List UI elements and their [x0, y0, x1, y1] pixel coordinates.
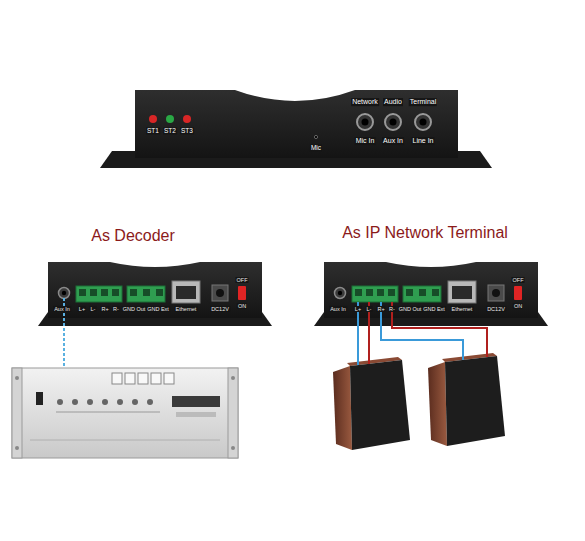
rack-hole: [231, 376, 235, 380]
port-label: Network: [351, 98, 379, 106]
amp-knob: [72, 399, 78, 405]
pin-label: L+: [354, 306, 362, 312]
status-led: [166, 115, 174, 123]
back-panel: [38, 262, 272, 326]
audio-jack: [385, 114, 401, 130]
pin-label: R-: [112, 306, 120, 312]
speaker-front: [445, 356, 505, 446]
pin-label: GND Out: [398, 306, 423, 312]
audio-jack: [357, 114, 373, 130]
amp-button: [138, 373, 148, 384]
status-led: [183, 115, 191, 123]
amp-button: [125, 373, 135, 384]
status-label: ST1: [146, 127, 160, 134]
rack-hole: [15, 446, 19, 450]
amp-knob: [102, 399, 108, 405]
front-panel: [100, 90, 492, 168]
pin-label: OFF: [512, 277, 525, 283]
pin-label: Ethernet: [451, 306, 474, 312]
speaker-side: [333, 366, 352, 450]
port-label: Mic In: [355, 137, 376, 145]
pin-label: ON: [513, 303, 523, 309]
port-label: Audio: [383, 98, 403, 106]
pin-label: L-: [366, 306, 373, 312]
amp-button: [151, 373, 161, 384]
amp-knob: [132, 399, 138, 405]
power-button: [36, 392, 43, 405]
pin-label: Aux In: [329, 306, 347, 312]
jack-hole: [362, 119, 369, 126]
port-label: Terminal: [409, 98, 437, 106]
housing: [135, 90, 458, 158]
pin-label: Aux In: [53, 306, 71, 312]
pin-label: L-: [90, 306, 97, 312]
pin-label: R+: [376, 306, 385, 312]
speaker-front: [350, 360, 410, 450]
pin-label: GND Ext: [146, 306, 170, 312]
pin-label: OFF: [236, 277, 249, 283]
pin-label: ON: [237, 303, 247, 309]
section-heading: As IP Network Terminal: [341, 224, 509, 242]
pin-label: R+: [100, 306, 109, 312]
amp-trim: [56, 412, 160, 413]
rack-ear: [12, 368, 22, 458]
section-heading: As Decoder: [90, 227, 176, 245]
audio-jack: [415, 114, 431, 130]
status-label: ST2: [163, 127, 177, 134]
speaker-side: [428, 362, 447, 446]
amp-trim: [30, 440, 220, 441]
amp-knob: [87, 399, 93, 405]
pin-label: GND Out: [122, 306, 147, 312]
amp-knob: [117, 399, 123, 405]
media-slot: [172, 396, 220, 407]
amp-knob: [147, 399, 153, 405]
jack-hole: [390, 119, 397, 126]
pin-label: R-: [388, 306, 396, 312]
amp-display: [176, 412, 216, 417]
speaker: [333, 357, 410, 450]
pin-label: DC12V: [210, 306, 230, 312]
jack-hole: [420, 119, 427, 126]
rack-hole: [15, 376, 19, 380]
speaker-wire: [392, 302, 487, 357]
status-led: [149, 115, 157, 123]
amplifier: [12, 368, 238, 458]
mic-hole: [314, 135, 317, 138]
back-panel: [314, 262, 548, 326]
rack-hole: [231, 446, 235, 450]
amp-button: [112, 373, 122, 384]
amp-knob: [57, 399, 63, 405]
pin-label: DC12V: [486, 306, 506, 312]
pin-label: L+: [78, 306, 86, 312]
pin-label: Ethernet: [175, 306, 198, 312]
pin-label: GND Ext: [422, 306, 446, 312]
speaker: [428, 353, 505, 446]
amp-front: [12, 368, 238, 458]
port-label: Aux In: [382, 137, 404, 145]
port-label: Mic: [310, 144, 322, 151]
port-label: Line In: [411, 137, 434, 145]
amp-button: [164, 373, 174, 384]
rack-ear: [228, 368, 238, 458]
status-label: ST3: [180, 127, 194, 134]
